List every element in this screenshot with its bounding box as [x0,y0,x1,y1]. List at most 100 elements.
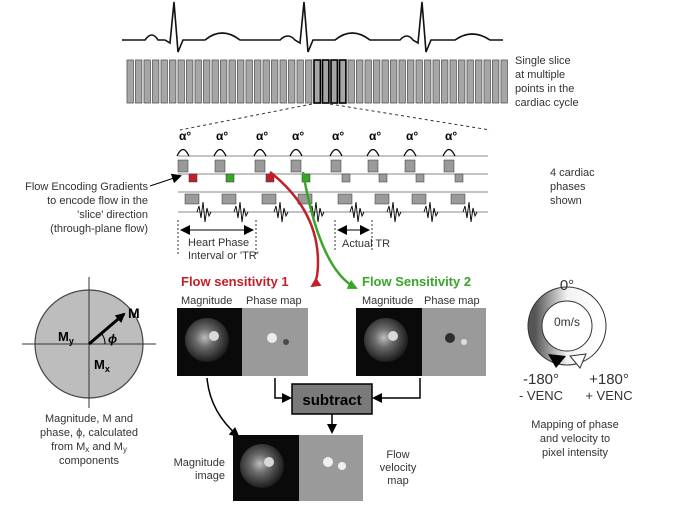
rf-pulse [253,148,267,157]
flow-encoding-gradient [188,173,198,183]
slice-frame [500,59,508,104]
magnetization-circle [22,277,156,408]
slice-frame [169,59,177,104]
flow-encoding-gradient [415,173,425,183]
slice-frames [126,59,508,104]
rf-pulse [366,148,380,157]
slice-frame [458,59,466,104]
slice-frame [135,59,143,104]
ecg-trace [122,1,503,53]
alpha-label: α° [292,129,304,143]
readout-signal [462,201,478,223]
slice-frame [432,59,440,104]
magnitude-image-label-2: image [195,470,225,482]
venc-left-label: - VENC [519,388,563,403]
slice-frame [475,59,483,104]
slice-frame [220,59,228,104]
slice-note-4: cardiac cycle [515,97,579,109]
readout-signal [423,201,439,223]
readout-signal [233,201,249,223]
alpha-label: α° [406,129,418,143]
phases-note-1: 4 cardiac [550,167,595,179]
slice-frame [152,59,160,104]
slice-frame [160,59,168,104]
phase-gradient [374,193,390,205]
slice-frame [415,59,423,104]
phases-note-3: shown [550,195,582,207]
slice-gradient [214,159,226,173]
flow-velocity-label-2: velocity [380,462,417,474]
slice-frame [321,59,330,104]
slice-note-2: at multiple [515,69,565,81]
phase-gradient [261,193,277,205]
slice-frame [262,59,270,104]
venc-caption-2: and velocity to [540,433,610,445]
slice-frame [228,59,236,104]
venc-center: 0m/s [554,315,580,329]
alpha-label: α° [216,129,228,143]
slice-frame [245,59,253,104]
venc-right-label: + VENC [585,388,632,403]
slice-frame [330,59,339,104]
phase-gradient [411,193,427,205]
subtract-label: subtract [302,392,361,409]
slice-frame [492,59,500,104]
slice-frame [271,59,279,104]
slice-frame [390,59,398,104]
slice-note-1: Single slice [515,55,571,67]
flow-gradients-note-2: to encode flow in the [47,195,148,207]
flow-gradients-note-3: 'slice' direction [77,209,148,221]
flow-encoding-gradient [265,173,275,183]
slice-frame [483,59,491,104]
heart-phase-label-1: Heart Phase [188,237,249,249]
slice-gradient [177,159,189,173]
readout-signal [349,201,365,223]
slice-frame [143,59,151,104]
slice-gradient [330,159,342,173]
phase-gradient [337,193,353,205]
flow-1-phase-label: Phase map [246,295,302,307]
circle-caption-1: Magnitude, M and [45,413,133,425]
flow-encoding-gradient [454,173,464,183]
venc-top-angle: 0° [560,277,574,294]
venc-left-angle: -180° [523,371,559,388]
magnitude-to-output [206,377,240,438]
rf-pulse [213,148,227,157]
readout-signal [386,201,402,223]
circle-caption-3: from Mx and My [51,441,127,454]
slice-frame [203,59,211,104]
phases-note-2: phases [550,181,586,193]
zoom-line-left [179,103,313,131]
slice-gradient [404,159,416,173]
rf-pulse [403,148,417,157]
flow-2-images [356,308,486,376]
slice-frame [338,59,347,104]
vector-phi-label: ϕ [108,332,117,346]
slice-frame [466,59,474,104]
slice-frame [373,59,381,104]
alpha-label: α° [256,129,268,143]
venc-caption-1: Mapping of phase [531,419,618,431]
rf-pulse [289,148,303,157]
slice-frame [305,59,313,104]
flow-2-magnitude-label: Magnitude [362,295,413,307]
slice-frame [254,59,262,104]
slice-gradient [367,159,379,173]
flow-velocity-label-1: Flow [386,449,409,461]
slice-frame [288,59,296,104]
alpha-label: α° [179,129,191,143]
flow-velocity-label-3: map [387,475,408,487]
flow-2-phase-label: Phase map [424,295,480,307]
slice-frame [424,59,432,104]
slice-frame [356,59,364,104]
circle-caption-4: components [59,455,119,467]
flow-1-to-subtract [274,378,292,403]
slice-frame [126,59,134,104]
rf-pulse [442,148,456,157]
heart-phase-label-2: Interval or 'TR' [188,250,259,262]
slice-frame [347,59,355,104]
vector-m-label: M [128,305,140,321]
slice-frame [279,59,287,104]
actual-tr-label: Actual TR [342,238,390,250]
